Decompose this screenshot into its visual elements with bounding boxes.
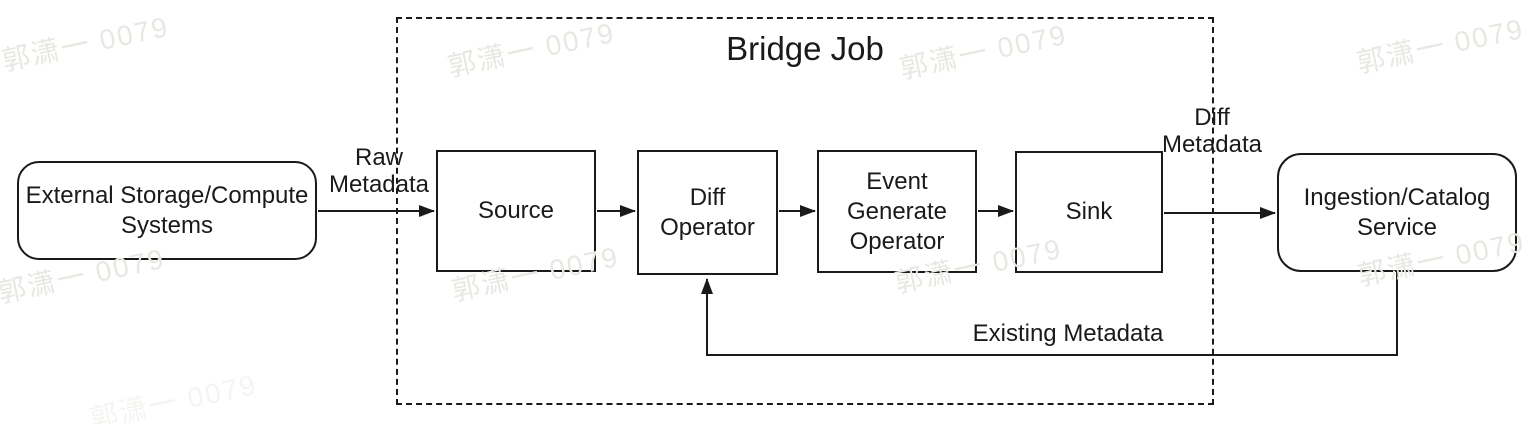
edge-label-raw-metadata: Raw Metadata: [328, 144, 430, 198]
watermark-text: 郭潇一 0079: [1354, 12, 1527, 79]
node-event-generate-operator: Event Generate Operator: [817, 150, 977, 273]
node-label: External Storage/Compute Systems: [25, 181, 309, 239]
edge-label-diff-metadata: Diff Metadata: [1161, 104, 1263, 158]
node-source: Source: [436, 150, 596, 272]
node-label: Diff Operator: [660, 183, 755, 241]
node-label: Ingestion/Catalog Service: [1303, 183, 1491, 241]
node-external-storage-compute-systems: External Storage/Compute Systems: [17, 161, 317, 260]
watermark-text: 郭潇一 0079: [0, 10, 172, 77]
node-label: Source: [477, 197, 555, 224]
node-label: Sink: [1065, 198, 1113, 225]
node-sink: Sink: [1015, 151, 1163, 273]
watermark-text: 郭潇一 0079: [87, 368, 260, 424]
edge-label-existing-metadata: Existing Metadata: [972, 320, 1164, 347]
node-label: Event Generate Operator: [846, 167, 948, 255]
bridge-job-title: Bridge Job: [726, 30, 884, 67]
node-diff-operator: Diff Operator: [637, 150, 778, 275]
node-ingestion-catalog-service: Ingestion/Catalog Service: [1277, 153, 1517, 272]
